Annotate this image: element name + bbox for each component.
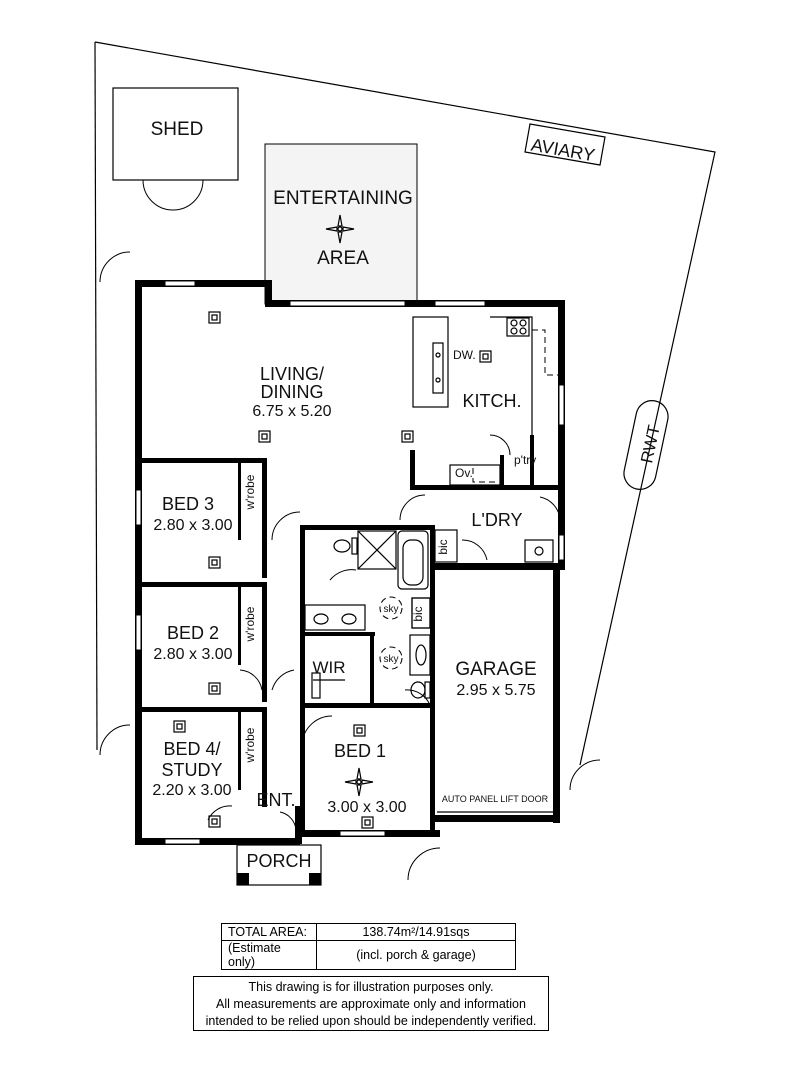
exterior-walls — [135, 280, 565, 845]
porch-label: PORCH — [246, 851, 311, 871]
bed3-dims: 2.80 x 3.00 — [153, 517, 232, 534]
shed — [112, 87, 239, 211]
oven-label: Ov. — [455, 466, 473, 480]
kitchen-label: KITCH. — [462, 391, 521, 411]
entertaining-area — [264, 143, 418, 305]
kitchen-fixtures — [412, 316, 558, 486]
living-label-line2: DINING — [261, 382, 324, 402]
area-value-total: 138.74m²/14.91sqs — [316, 923, 516, 941]
bed4-label-line1: BED 4/ — [163, 739, 220, 759]
garage-door-label: AUTO PANEL LIFT DOOR — [442, 794, 549, 804]
area-label-total: TOTAL AREA: — [221, 923, 317, 941]
area-row-note: (Estimate only) (incl. porch & garage) — [221, 940, 516, 970]
interior-walls — [142, 435, 560, 835]
windows — [135, 280, 565, 845]
wardrobe-lines — [311, 672, 345, 699]
doors — [99, 251, 601, 881]
area-value-note: (incl. porch & garage) — [316, 940, 516, 970]
pantry-label: p'try — [514, 453, 536, 467]
bed3-label: BED 3 — [162, 494, 214, 514]
property-boundary — [94, 41, 716, 766]
property-boundary-left — [94, 41, 98, 751]
porch — [236, 844, 322, 886]
disclaimer: This drawing is for illustration purpose… — [193, 976, 549, 1031]
aviary — [524, 123, 606, 166]
bed2-label: BED 2 — [167, 623, 219, 643]
bed2-dims: 2.80 x 3.00 — [153, 646, 232, 663]
bed1-dims: 3.00 x 3.00 — [327, 799, 406, 816]
area-row-total: TOTAL AREA: 138.74m²/14.91sqs — [221, 923, 516, 941]
bed4-wrobe: w'robe — [243, 727, 257, 763]
shed-label: SHED — [151, 119, 204, 140]
garage-dims: 2.95 x 5.75 — [456, 682, 535, 699]
rwt-tank — [623, 400, 669, 490]
aviary-label: AVIARY — [530, 135, 597, 166]
dishwasher-label: DW. — [453, 348, 476, 362]
laundry-label: L'DRY — [471, 510, 522, 530]
living-label-line1: LIVING/ — [260, 364, 324, 384]
garage-label: GARAGE — [455, 659, 536, 680]
wir-label: WIR — [312, 658, 345, 677]
bed1-label: BED 1 — [334, 741, 386, 761]
area-table: TOTAL AREA: 138.74m²/14.91sqs (Estimate … — [221, 923, 516, 970]
entry-label: ENT. — [256, 790, 295, 810]
bed4-label-line2: STUDY — [161, 760, 222, 780]
bathroom-fixtures — [304, 529, 554, 699]
entertaining-label-line2: AREA — [317, 248, 369, 269]
air-vents — [173, 311, 492, 829]
disclaimer-line3: intended to be relied upon should be ind… — [205, 1014, 537, 1028]
living-dims: 6.75 x 5.20 — [252, 403, 331, 420]
bed3-wrobe: w'robe — [243, 474, 257, 510]
disclaimer-line1: This drawing is for illustration purpose… — [248, 980, 494, 994]
skylight-label-1: sky — [384, 604, 399, 615]
disclaimer-line2: All measurements are approximate only an… — [216, 997, 526, 1011]
entertaining-label-line1: ENTERTAINING — [273, 188, 413, 209]
bed2-wrobe: w'robe — [243, 606, 257, 642]
bed4-dims: 2.20 x 3.00 — [152, 782, 231, 799]
skylight-label-2: sky — [384, 654, 399, 665]
area-label-note: (Estimate only) — [221, 940, 317, 970]
bic-label-hall: bic — [411, 606, 425, 621]
ceiling-fans — [325, 214, 374, 797]
bic-label-laundry: bic — [436, 539, 450, 554]
